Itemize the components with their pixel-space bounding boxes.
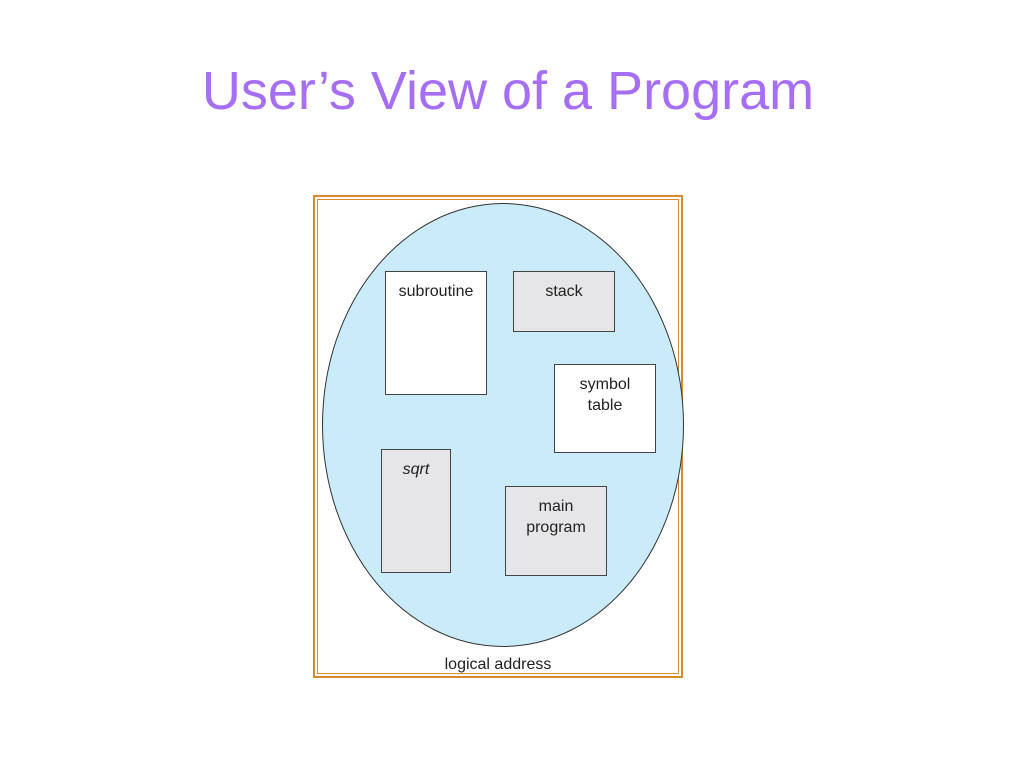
segment-symbol-table-label-line2: table xyxy=(587,397,623,414)
diagram-frame: subroutine stack symbol table sqrt main … xyxy=(313,195,684,678)
diagram-caption: logical address xyxy=(444,656,552,673)
segment-symbol-table-label-line1: symbol xyxy=(579,376,631,393)
segment-sqrt: sqrt xyxy=(381,449,451,573)
slide-title: User’s View of a Program xyxy=(201,61,815,121)
segment-subroutine: subroutine xyxy=(385,271,487,395)
segment-main-program-label-line2: program xyxy=(526,519,586,536)
segment-main-program: main program xyxy=(505,486,607,576)
segment-subroutine-label: subroutine xyxy=(398,283,474,300)
segment-stack: stack xyxy=(513,271,615,332)
segment-symbol-table: symbol table xyxy=(554,364,656,453)
segment-main-program-label-line1: main xyxy=(538,498,574,515)
segment-stack-label: stack xyxy=(545,283,583,300)
segment-sqrt-label: sqrt xyxy=(402,461,430,478)
diagram-inner-border: subroutine stack symbol table sqrt main … xyxy=(317,199,684,674)
